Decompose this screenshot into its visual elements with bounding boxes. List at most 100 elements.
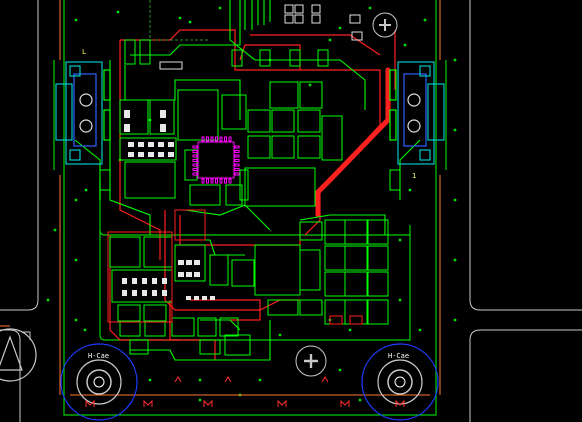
smd-pad <box>132 278 137 284</box>
component-footprint <box>247 109 271 133</box>
grid-dot <box>218 6 222 10</box>
grid-dot <box>258 378 262 382</box>
mount-hole-left[interactable] <box>60 343 138 421</box>
ic-pin <box>234 145 240 149</box>
component-footprint <box>367 271 389 297</box>
component-footprint <box>344 271 368 297</box>
side-connector-right[interactable] <box>389 61 445 165</box>
component-footprint <box>231 49 243 67</box>
smd-pad <box>186 296 191 300</box>
component-footprint <box>297 135 321 159</box>
hole-label-right: H-Cae <box>388 352 409 360</box>
smd-pad <box>168 152 174 157</box>
component-footprint <box>344 219 368 245</box>
side-connector-left[interactable] <box>55 61 111 165</box>
smd-pad <box>142 290 147 296</box>
grid-dot <box>358 398 362 402</box>
smd-pad <box>162 278 167 284</box>
edge-mark <box>174 376 182 383</box>
edge-mark <box>395 399 405 407</box>
component-footprint <box>109 236 141 268</box>
grid-dot <box>403 43 407 47</box>
smd-pad <box>128 152 134 157</box>
ic-pin <box>234 159 240 162</box>
component-footprint <box>119 99 149 135</box>
ic-pin <box>224 136 227 142</box>
component-outline <box>107 231 173 323</box>
component-footprint <box>219 317 239 337</box>
ic-pin <box>201 136 205 142</box>
component-footprint <box>247 135 271 159</box>
grid-dot <box>74 258 78 262</box>
smd-pad <box>194 272 200 277</box>
ic-pin <box>228 178 232 184</box>
component-footprint <box>199 339 221 355</box>
mount-hole-right[interactable] <box>361 343 439 421</box>
component-footprint <box>367 219 389 245</box>
grid-dot <box>178 16 182 20</box>
component-footprint <box>139 39 151 65</box>
component-footprint <box>144 321 166 337</box>
ic-pin <box>234 163 240 167</box>
edge-mark <box>340 399 350 407</box>
edge-mark <box>85 399 95 407</box>
fiducial-top[interactable] <box>372 12 398 38</box>
component-footprint <box>119 137 177 161</box>
ic-pin <box>228 136 232 142</box>
edge-mark <box>224 376 232 383</box>
hole-label-left: H-Cae <box>88 352 109 360</box>
grid-dot <box>338 26 342 30</box>
smd-pad <box>152 278 157 284</box>
component-footprint <box>324 219 346 245</box>
component-footprint <box>299 299 323 316</box>
component-footprint <box>297 109 321 133</box>
component-footprint <box>124 39 136 65</box>
keepout-lines <box>59 0 441 396</box>
component-footprint <box>367 245 389 271</box>
component-footprint <box>344 299 368 325</box>
component-footprint <box>111 269 173 303</box>
ic-pin <box>192 150 198 153</box>
component-footprint <box>271 135 295 159</box>
grid-dot <box>398 238 402 242</box>
ic-pin <box>206 136 209 142</box>
ic-pin <box>224 178 227 184</box>
smd-pad <box>202 296 207 300</box>
fiducial-bottom[interactable] <box>295 345 327 377</box>
dashed-net <box>149 0 210 41</box>
smd-pad <box>124 124 130 132</box>
component-footprint <box>299 81 323 109</box>
smd-pad <box>160 124 166 132</box>
component-footprint <box>149 99 175 135</box>
smd-pad <box>178 272 184 277</box>
smd-pad <box>210 296 215 300</box>
component-footprint <box>389 169 401 191</box>
ic-pin <box>234 168 240 171</box>
ic-u1[interactable] <box>192 136 240 184</box>
grid-dot <box>338 368 342 372</box>
component-footprint <box>289 49 301 67</box>
grid-dot <box>408 188 412 192</box>
component-footprint <box>197 317 217 337</box>
grid-dot <box>188 20 192 24</box>
smd-pad <box>122 290 127 296</box>
component-footprint <box>224 334 251 356</box>
ic-pin <box>210 136 214 142</box>
grid-dot <box>46 298 50 302</box>
ic-pin <box>192 154 198 158</box>
grid-dot <box>328 38 332 42</box>
component-footprint <box>99 169 111 191</box>
ic-pin <box>201 178 205 184</box>
smd-pad <box>128 142 134 147</box>
grid-dot <box>453 258 457 262</box>
grid-dot <box>453 128 457 132</box>
smd-pad <box>148 152 154 157</box>
component-footprint <box>231 259 255 287</box>
smd-pad <box>124 110 130 118</box>
smd-pad <box>152 290 157 296</box>
grid-dot <box>308 83 312 87</box>
component-footprint <box>209 254 229 286</box>
grid-dot <box>83 328 87 332</box>
